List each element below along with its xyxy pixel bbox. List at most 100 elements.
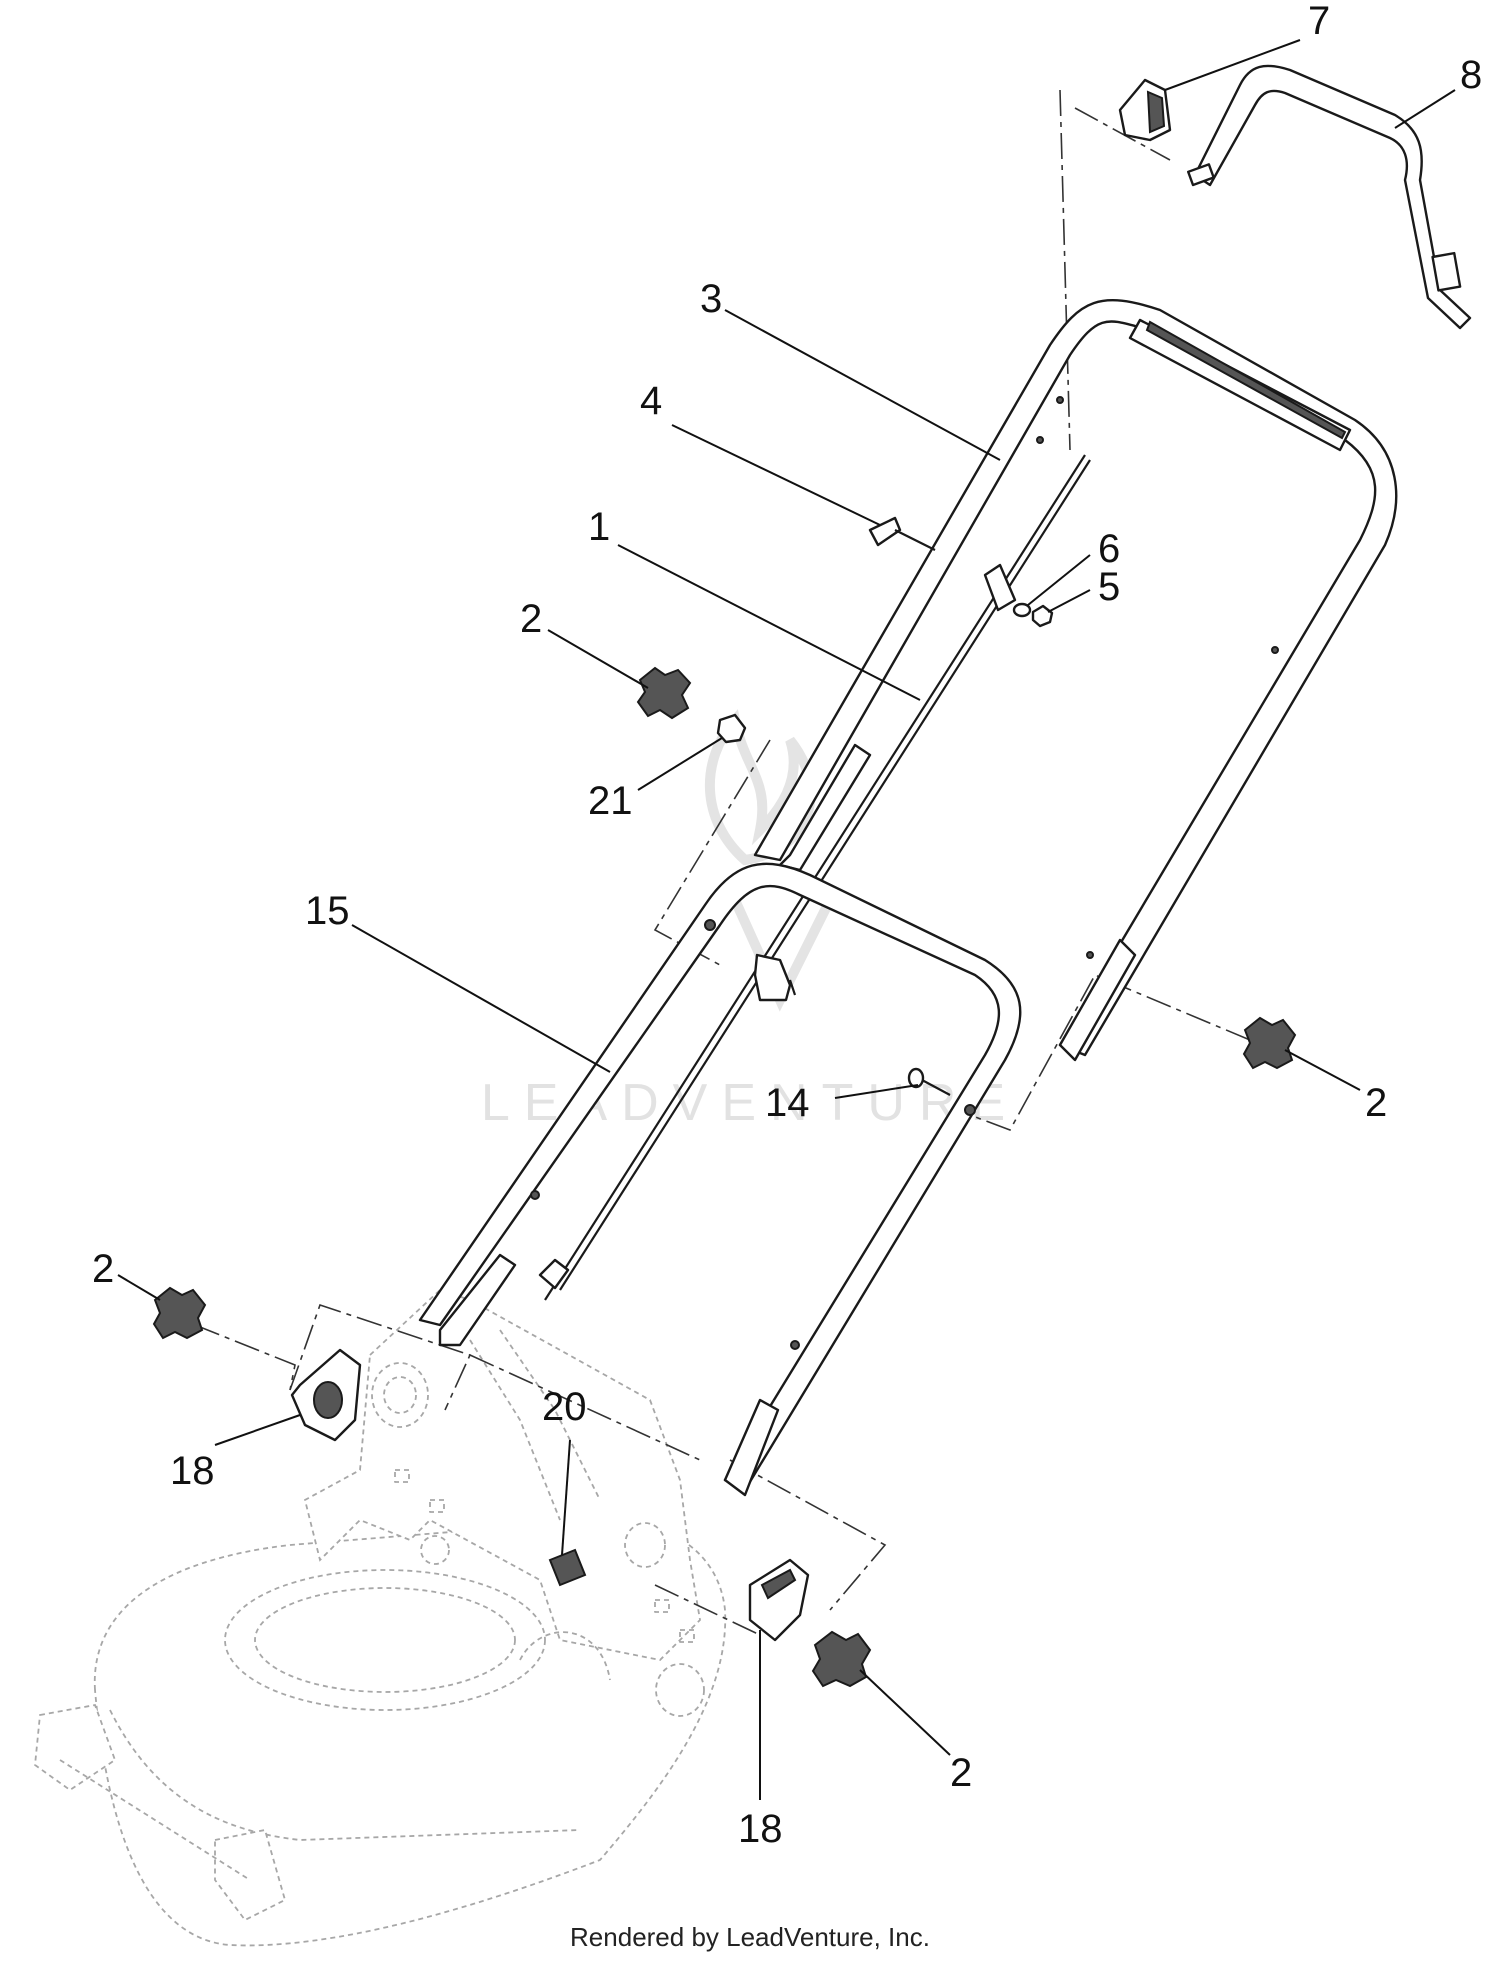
- leader-lines: [117, 39, 1456, 1800]
- leader-2-lower-right: [859, 1669, 951, 1756]
- phantom-left-knob: [194, 1324, 296, 1391]
- front-axle: [59, 1759, 251, 1881]
- callout-2-right: 2: [1365, 1081, 1387, 1125]
- phantom-7-to-8: [1074, 107, 1171, 161]
- callout-6: 6: [1098, 527, 1120, 571]
- phantom-right-knob-lower: [654, 1584, 761, 1636]
- lower-handle-right-foot: [723, 1398, 780, 1497]
- bolt-lower-head: [907, 1067, 925, 1089]
- upper-handle-tube: [753, 298, 1398, 1057]
- watermark: LEADVENTURE: [481, 709, 1005, 1132]
- vent-4: [679, 1629, 695, 1643]
- handle-hole-1: [1056, 396, 1064, 404]
- deck-dome: [224, 1569, 546, 1711]
- brackets-18: [290, 1348, 810, 1642]
- callout-18-left: 18: [170, 1449, 215, 1493]
- callout-21: 21: [588, 779, 633, 823]
- callout-14: 14: [765, 1081, 810, 1125]
- leader-6: [1027, 554, 1091, 606]
- rear-housing-channel: [469, 1339, 561, 1521]
- rear-wheel-boss: [655, 1663, 705, 1717]
- knob-lower-right: [811, 1630, 872, 1688]
- leader-20: [561, 1439, 571, 1556]
- clip-pin: [894, 529, 936, 551]
- cable-ferrule: [538, 1258, 570, 1290]
- knob-right: [1242, 1016, 1297, 1070]
- bolt-lower-shaft: [921, 1079, 951, 1096]
- cable-line-2: [559, 459, 1091, 1291]
- cable-clip: [868, 516, 936, 551]
- rear-housing-port-inner: [383, 1376, 417, 1414]
- callout-3: 3: [700, 277, 722, 321]
- front-bracket-right: [214, 1828, 287, 1922]
- leader-8: [1394, 89, 1456, 129]
- bracket-right-slot: [760, 1568, 797, 1600]
- leader-7: [1164, 39, 1301, 91]
- callout-20: 20: [542, 1385, 587, 1429]
- bolt-upper: [753, 953, 792, 1002]
- callouts: 7 8 3 4 1 6 5 2 21 15 14 2 2 18 20 2 18: [92, 0, 1482, 1851]
- handle-hole-4: [1086, 951, 1094, 959]
- callout-4: 4: [640, 379, 662, 423]
- deck-dome-inner: [254, 1587, 516, 1693]
- lower-hole-1: [530, 1190, 540, 1200]
- callout-15: 15: [305, 889, 350, 933]
- leader-5: [1047, 589, 1091, 613]
- leader-2-right: [1284, 1049, 1361, 1091]
- bracket-right: [748, 1558, 810, 1642]
- knob-upper-left: [636, 666, 692, 720]
- lower-handle: [418, 862, 1022, 1497]
- leader-2-upper-left: [547, 629, 649, 689]
- rear-housing-port: [371, 1362, 429, 1428]
- bail-end-left: [1187, 163, 1215, 187]
- callout-2-upper-left: 2: [520, 597, 542, 641]
- fasteners-upper: [1012, 602, 1054, 628]
- leader-18-left: [214, 1414, 301, 1446]
- bail-rod: [1193, 64, 1472, 330]
- callout-2-lower-right: 2: [950, 1751, 972, 1795]
- rear-housing: [303, 1288, 701, 1661]
- phantom-right-bracket: [729, 1459, 887, 1611]
- upper-handle-left-end: [778, 743, 872, 872]
- handle-hole-3: [1271, 646, 1279, 654]
- nut-21: [716, 713, 747, 744]
- wheel-arch: [519, 1631, 611, 1681]
- rear-housing-pivot-right: [624, 1522, 666, 1568]
- rear-housing-channel-2: [499, 1329, 601, 1501]
- callout-5: 5: [1098, 565, 1120, 609]
- bolt-upper-shaft: [788, 979, 797, 996]
- callout-7: 7: [1308, 0, 1330, 43]
- handle-hole-2: [1036, 436, 1044, 444]
- bail-pivot-face: [1146, 90, 1166, 134]
- lower-handle-left-foot: [438, 1253, 517, 1347]
- leader-4: [671, 424, 881, 526]
- lower-hole-3: [704, 919, 716, 931]
- callout-1: 1: [588, 505, 610, 549]
- rear-housing-pivot-left: [420, 1535, 450, 1565]
- bolts-14: [753, 953, 951, 1096]
- callout-8: 8: [1460, 53, 1482, 97]
- leader-21: [637, 737, 723, 791]
- front-bracket-left: [34, 1703, 117, 1792]
- vent-3: [654, 1599, 670, 1613]
- leader-3: [724, 309, 1001, 461]
- knobs-2: [152, 666, 1297, 1688]
- upper-handle: [753, 298, 1398, 1062]
- bracket-left-hole: [313, 1381, 343, 1419]
- vent-2: [429, 1499, 445, 1513]
- phantom-right-knob: [969, 973, 1251, 1131]
- bail-assembly: [1187, 64, 1472, 330]
- phantom-7-to-3: [1059, 89, 1071, 451]
- phantom-left-bracket: [289, 1303, 472, 1411]
- bail-pivot: [1118, 78, 1172, 142]
- handle-grip: [1128, 318, 1352, 452]
- vent-1: [394, 1469, 410, 1483]
- latch-20: [548, 1548, 587, 1587]
- washer-6: [1012, 602, 1032, 618]
- cable-bracket: [983, 563, 1017, 612]
- lower-hole-4: [964, 1104, 976, 1116]
- lower-hole-2: [790, 1340, 800, 1350]
- mower-deck: [34, 1288, 727, 1947]
- knob-lower-left: [152, 1286, 207, 1340]
